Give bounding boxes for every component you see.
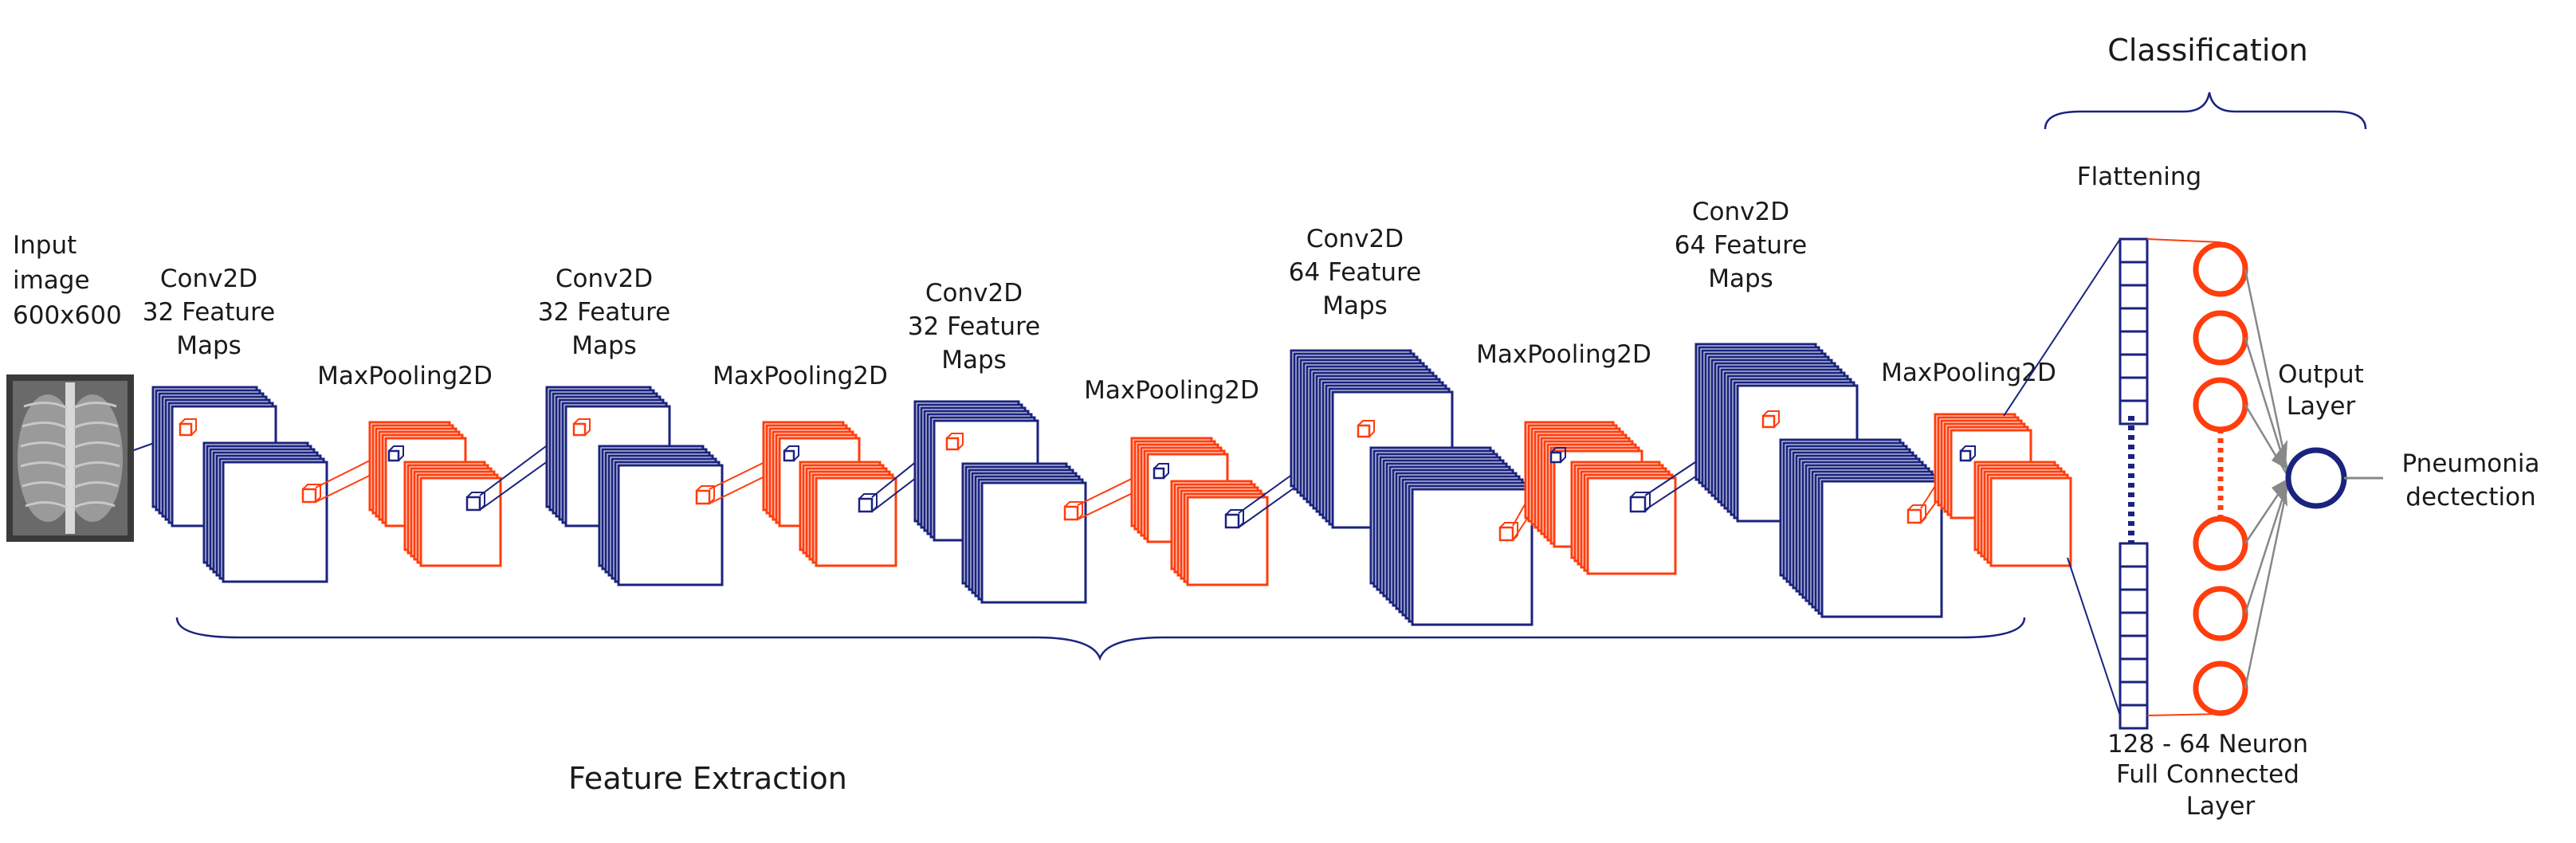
conv1-label-line2: 32 Feature [143, 298, 275, 327]
fc-to-output-lines [2245, 269, 2289, 688]
flatten-to-fc-top-line [2147, 239, 2221, 242]
conv3-back-stack [963, 464, 1086, 602]
flatten-cell [2120, 636, 2147, 659]
flatten-cell [2120, 659, 2147, 682]
pool5-back-stack-map [1991, 478, 2071, 566]
conv2-label-line2: 32 Feature [538, 298, 670, 327]
pool5-back-stack [1975, 462, 2071, 566]
flatten-cell [2120, 590, 2147, 613]
output-neuron [2288, 450, 2344, 506]
conv2-label-line3: Maps [571, 331, 637, 360]
conv4-label-line1: Conv2D [1306, 225, 1404, 253]
feature-extraction-label: Feature Extraction [568, 761, 847, 796]
conv5-label-line1: Conv2D [1692, 198, 1789, 226]
fc-output-connection [2245, 405, 2289, 478]
pool-to-flatten-bottom-line [2067, 558, 2120, 716]
conv1-label-line3: Maps [176, 331, 242, 360]
output-layer-label-line2: Layer [2287, 392, 2356, 421]
fc-neuron [2196, 313, 2245, 363]
flatten-cell [2120, 239, 2147, 262]
conv4-back-stack-map [1412, 489, 1532, 625]
flatten-cell [2120, 331, 2147, 355]
conv1-label-line1: Conv2D [160, 265, 257, 293]
flatten-cell [2120, 567, 2147, 590]
conv5-back-stack [1781, 440, 1942, 617]
conv5-label-line2: 64 Feature [1675, 231, 1807, 260]
output-arrow-lower [2272, 480, 2287, 507]
result-label-line2: dectection [2405, 483, 2535, 512]
pool4-back-stack-map [1588, 478, 1675, 574]
pool1-label: MaxPooling2D [317, 362, 493, 390]
classification-title: Classification [2107, 33, 2307, 68]
conv3-label-line3: Maps [941, 346, 1007, 374]
flatten-cell [2120, 682, 2147, 705]
pool1-back-stack-map [421, 478, 501, 566]
conv3-label-line1: Conv2D [925, 279, 1023, 308]
flatten-cell [2120, 262, 2147, 285]
flatten-cell [2120, 355, 2147, 378]
fc-label-line1: 128 - 64 Neuron [2107, 730, 2308, 759]
flatten-cell [2120, 543, 2147, 567]
pool2-back-stack-map [816, 478, 896, 566]
flatten-cell [2120, 705, 2147, 728]
conv3-label-line2: 32 Feature [908, 312, 1040, 341]
fc-neuron [2196, 664, 2245, 713]
conv4-label-line3: Maps [1322, 292, 1388, 320]
input-label-line1: Input [13, 231, 77, 260]
fc-neuron [2196, 519, 2245, 568]
fc-label-line2: Full Connected [2116, 760, 2299, 789]
result-label-line1: Pneumonia [2402, 449, 2540, 478]
pool4-back-stack [1572, 462, 1675, 574]
fc-neuron [2196, 245, 2245, 294]
pool2-label: MaxPooling2D [713, 362, 888, 390]
pool2-back-stack [800, 462, 896, 566]
conv2-back-stack-map [618, 465, 722, 585]
input-xray-image [6, 374, 134, 542]
feature-extraction-brace [177, 618, 2024, 658]
conv5-back-stack-map [1822, 481, 1942, 617]
fc-neuron [2196, 380, 2245, 429]
conv2-label-line1: Conv2D [556, 265, 653, 293]
flatten-cell [2120, 378, 2147, 401]
flatten-to-fc-bottom-line [2147, 714, 2221, 716]
pool3-label: MaxPooling2D [1084, 376, 1259, 405]
pool3-back-stack [1172, 481, 1267, 585]
flatten-cell [2120, 613, 2147, 636]
conv5-label-line3: Maps [1708, 265, 1773, 293]
classification-brace [2045, 92, 2366, 129]
pool-to-flatten-top-line [2004, 239, 2120, 416]
pool3-back-stack-map [1188, 497, 1267, 585]
output-layer-label-line1: Output [2278, 360, 2364, 389]
pool5-label: MaxPooling2D [1881, 359, 2056, 387]
pool1-back-stack [405, 462, 501, 566]
conv3-back-stack-map [982, 483, 1086, 602]
conv1-back-stack-map [223, 462, 327, 582]
pool4-label: MaxPooling2D [1476, 340, 1651, 369]
flatten-cell [2120, 308, 2147, 331]
flattening-label: Flattening [2077, 163, 2201, 191]
input-label-line2: image [13, 266, 90, 295]
conv2-back-stack [599, 446, 722, 585]
flatten-cell [2120, 285, 2147, 308]
input-label-line3: 600x600 [13, 301, 122, 330]
conv4-label-line2: 64 Feature [1289, 258, 1421, 287]
conv1-back-stack [204, 443, 327, 582]
fc-label-line3: Layer [2186, 792, 2256, 821]
fc-neuron [2196, 589, 2245, 638]
